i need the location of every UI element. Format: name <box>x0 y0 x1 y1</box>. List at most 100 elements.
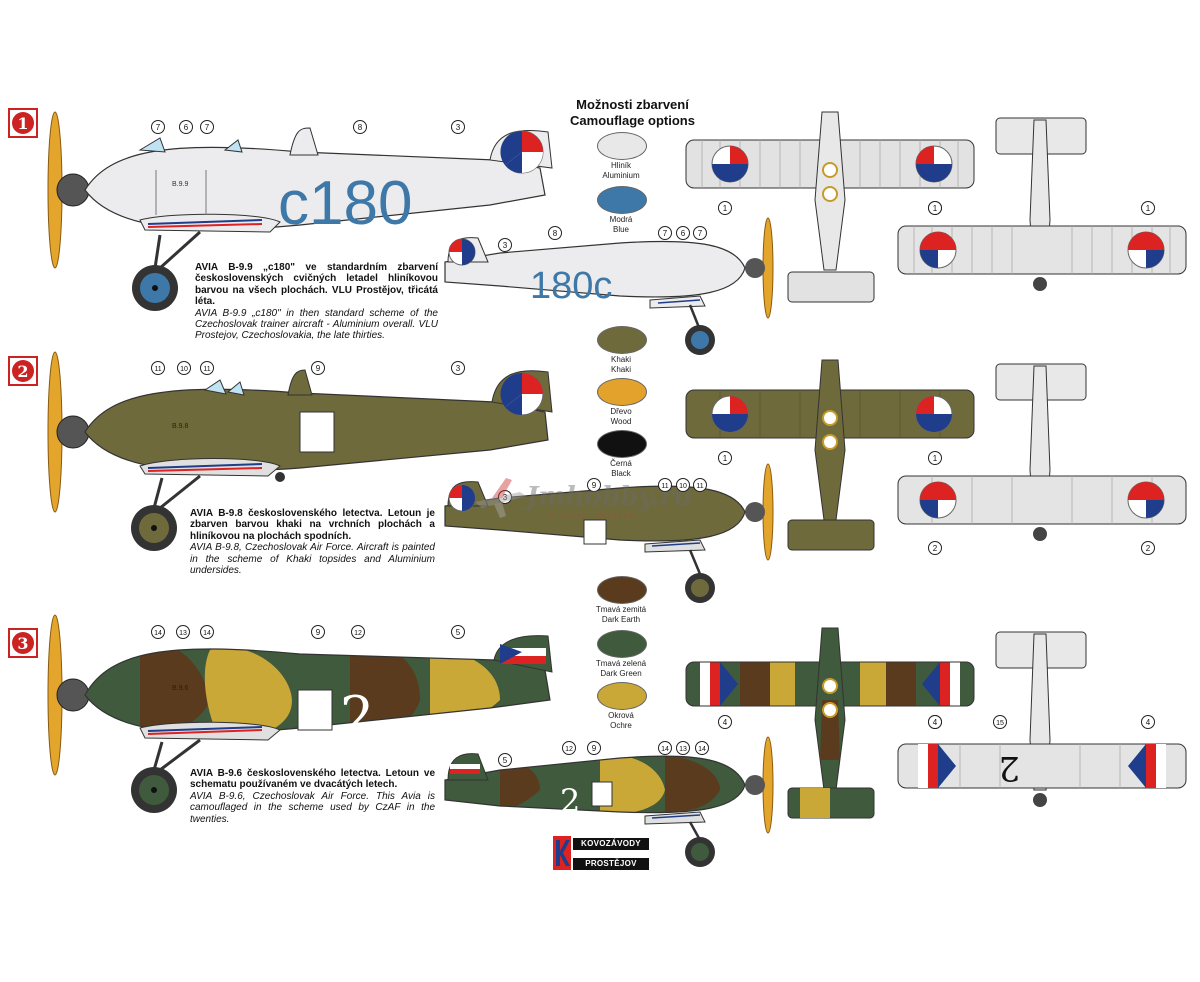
palette-label-cz: Dřevo <box>610 407 632 416</box>
callout-marker: 13 <box>176 625 190 639</box>
callout-marker: 1 <box>928 201 942 215</box>
option-1-caption-cz: AVIA B-9.9 „c180" ve standardním zbarven… <box>195 262 438 308</box>
option-2-type-mark: B.9.8 <box>172 423 188 430</box>
palette-swatch <box>597 326 647 354</box>
logo-mark <box>553 836 571 870</box>
palette-label-cz: Khaki <box>610 355 631 364</box>
option-1-badge: 1 <box>8 108 38 138</box>
option-2-caption-en: AVIA B-9.8, Czechoslovak Air Force. Airc… <box>190 542 435 577</box>
callout-marker: 8 <box>548 226 562 240</box>
callout-number: 1 <box>1146 204 1151 213</box>
palette-label-cz: Tmavá zelená <box>595 659 647 668</box>
callout-marker: 11 <box>200 361 214 375</box>
callout-number: 7 <box>698 229 703 238</box>
callout-number: 10 <box>679 483 687 490</box>
palette-title-en: Camouflage options <box>570 113 695 128</box>
palette-label-en: Aluminium <box>602 171 640 180</box>
callout-marker: 9 <box>587 741 601 755</box>
option-3-side-view-left <box>47 614 553 813</box>
callout-number: 11 <box>661 483 668 490</box>
palette-label-en: Dark Earth <box>601 615 641 624</box>
callout-marker: 3 <box>451 361 465 375</box>
callout-marker: 7 <box>693 226 707 240</box>
kovozavody-logo: KOVOZÁVODY PROSTĚJOV <box>553 836 650 872</box>
callout-number: 6 <box>681 229 686 238</box>
callout-number: 11 <box>696 483 703 490</box>
callout-marker: 5 <box>451 625 465 639</box>
palette-swatch <box>597 132 647 160</box>
watermark-subtext: СБОРНЫЕ МОДЕЛИ <box>550 514 637 520</box>
callout-number: 9 <box>316 364 321 373</box>
callout-number: 4 <box>1146 718 1151 727</box>
callout-number: 14 <box>661 746 669 753</box>
option-2-side-view-right <box>444 463 774 603</box>
callout-marker: 9 <box>311 625 325 639</box>
option-3-caption-en: AVIA B-9.6, Czechoslovak Air Force. This… <box>190 790 435 825</box>
option-2-bottom-view <box>897 363 1187 541</box>
option-3-badge: 3 <box>8 628 38 658</box>
palette-swatch <box>597 576 647 604</box>
callout-number: 9 <box>592 481 597 490</box>
option-1-type-mark: B.9.9 <box>172 181 188 188</box>
callout-marker: 10 <box>177 361 191 375</box>
callout-number: 1 <box>723 204 728 213</box>
callout-number: 5 <box>503 756 508 765</box>
option-2-number: 2 <box>17 362 28 381</box>
option-3-type-mark: B.9.6 <box>172 685 188 692</box>
callout-marker: 4 <box>718 715 732 729</box>
callout-marker: 11 <box>658 478 672 492</box>
palette-label-cz: Okrová <box>608 711 634 720</box>
callout-number: 1 <box>723 454 728 463</box>
option-3-caption: AVIA B-9.6 československého letectva. Le… <box>190 768 435 825</box>
callout-number: 14 <box>698 746 706 753</box>
palette-swatch <box>597 630 647 658</box>
option-3-code-left: 2 <box>340 685 374 748</box>
palette-label-en: Blue <box>612 225 629 234</box>
callout-marker: 12 <box>351 625 365 639</box>
callout-marker: 3 <box>498 490 512 504</box>
callout-marker: 12 <box>562 741 576 755</box>
option-1-code-right: 180c <box>530 265 612 307</box>
palette-swatch <box>597 682 647 710</box>
option-1-caption: AVIA B-9.9 „c180" ve standardním zbarven… <box>195 262 438 342</box>
callout-marker: 9 <box>311 361 325 375</box>
option-3-code-right: 2 <box>560 782 580 820</box>
callout-layer: 7678338767111111101193391110111122141314… <box>151 120 1155 767</box>
palette-title: Možnosti zbarvení Camouflage options <box>540 97 725 129</box>
palette-label-cz: Tmavá zemitá <box>595 605 647 614</box>
option-2-side-view-left <box>47 351 553 551</box>
callout-number: 8 <box>358 123 363 132</box>
callout-number: 7 <box>663 229 668 238</box>
callout-number: 11 <box>154 366 161 373</box>
callout-marker: 11 <box>151 361 165 375</box>
callout-number: 14 <box>154 630 162 637</box>
callout-number: 15 <box>996 720 1004 727</box>
callout-marker: 2 <box>1141 541 1155 555</box>
palette-label-en: Black <box>611 469 631 478</box>
callout-number: 1 <box>933 204 938 213</box>
palette-swatch <box>597 430 647 458</box>
palette-label-en: Dark Green <box>600 669 642 678</box>
option-2-caption: AVIA B-9.8 československého letectva. Le… <box>190 508 435 576</box>
callout-number: 13 <box>179 630 187 637</box>
callout-number: 9 <box>316 628 321 637</box>
option-1-number: 1 <box>17 114 28 133</box>
option-1-side-view-right <box>444 217 774 355</box>
watermark-text: Jmhobby.ru <box>526 482 693 512</box>
callout-number: 2 <box>933 544 938 553</box>
callout-marker: 7 <box>151 120 165 134</box>
watermark-plane-icon <box>475 478 526 518</box>
callout-marker: 7 <box>200 120 214 134</box>
callout-number: 9 <box>592 744 597 753</box>
callout-number: 6 <box>184 123 189 132</box>
callout-marker: 4 <box>928 715 942 729</box>
callout-number: 4 <box>723 718 728 727</box>
palette-label-cz: Černá <box>610 459 632 468</box>
callout-marker: 3 <box>451 120 465 134</box>
callout-marker: 3 <box>498 238 512 252</box>
option-3-caption-cz: AVIA B-9.6 československého letectva. Le… <box>190 768 435 791</box>
